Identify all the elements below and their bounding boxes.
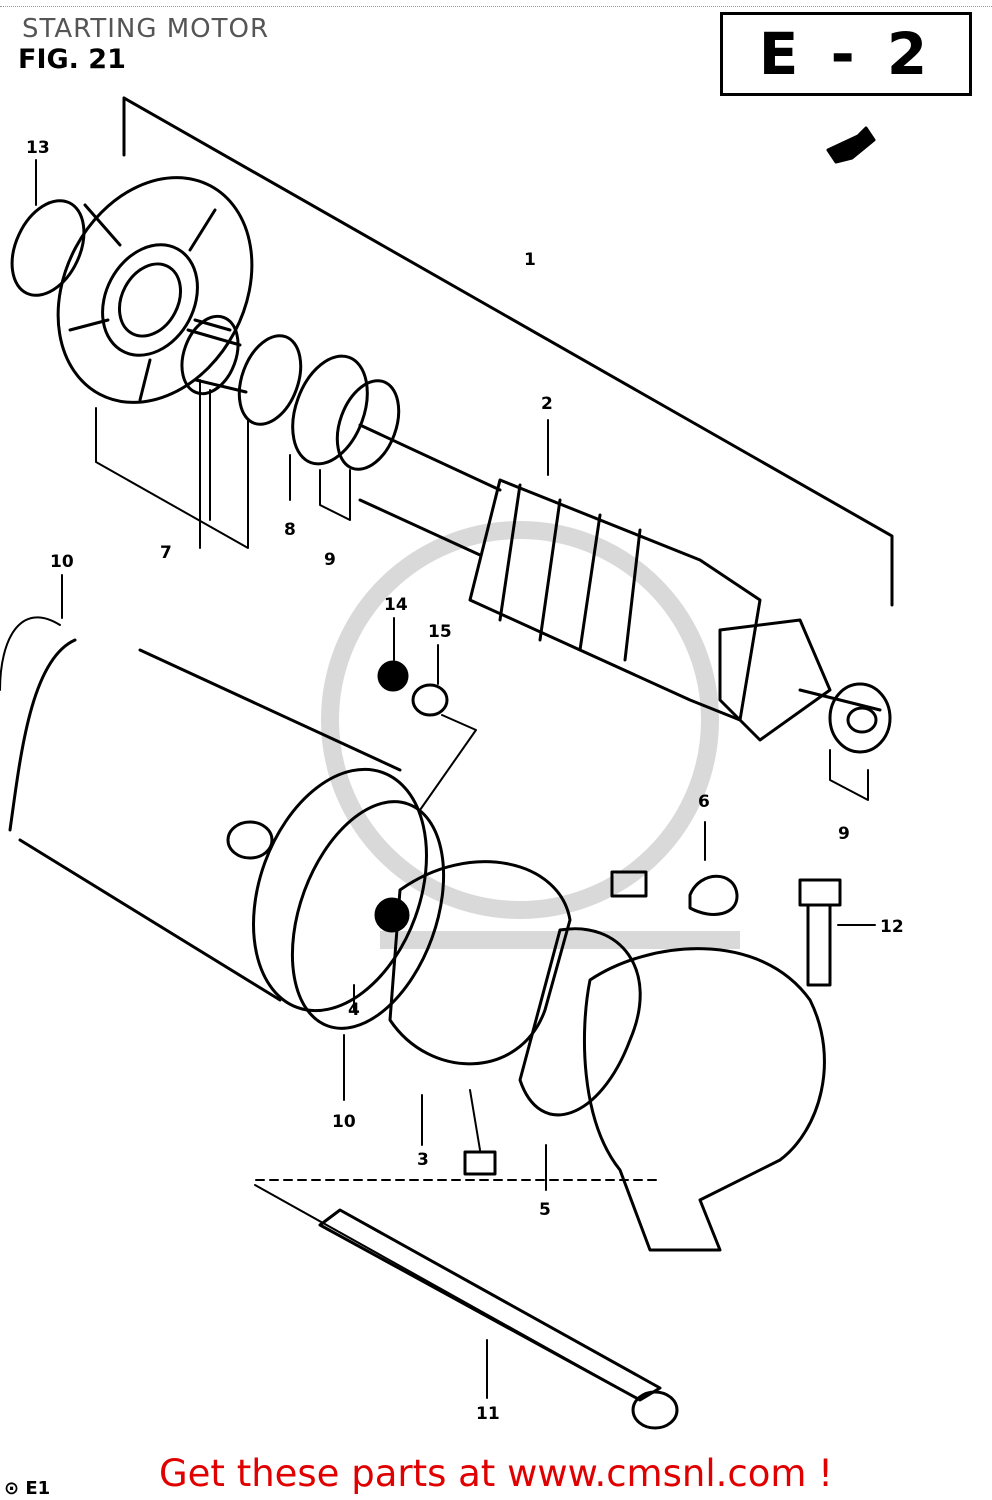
callout-1: 1 xyxy=(524,250,536,270)
callout-5: 5 xyxy=(539,1200,551,1220)
yoke-left xyxy=(8,638,77,832)
callout-14: 14 xyxy=(384,595,408,615)
callout-11: 11 xyxy=(476,1404,500,1424)
corner-code: ⊙ E1 xyxy=(4,1478,51,1499)
watermark-logo xyxy=(321,521,740,949)
direction-arrow-icon xyxy=(826,126,876,164)
armature-2 xyxy=(468,478,762,722)
leader-1-right xyxy=(122,96,894,607)
callout-10-upper: 10 xyxy=(50,552,74,572)
terminal xyxy=(463,1150,497,1176)
washer-9 xyxy=(291,354,369,466)
through-bolt-11 xyxy=(318,1208,662,1402)
callout-10-lower: 10 xyxy=(332,1112,356,1132)
callout-15: 15 xyxy=(428,622,452,642)
callout-7: 7 xyxy=(160,543,172,563)
callout-6: 6 xyxy=(698,792,710,812)
bearing-7 xyxy=(180,314,240,396)
oring-10a xyxy=(0,616,61,691)
gasket-13 xyxy=(10,199,86,297)
bolt-4 xyxy=(374,897,410,933)
washer-15 xyxy=(411,683,449,717)
end-cover xyxy=(56,176,254,404)
section-code-box: E - 2 xyxy=(720,12,972,96)
section-code: E - 2 xyxy=(758,20,934,88)
callout-12: 12 xyxy=(880,917,904,937)
footer-link[interactable]: Get these parts at www.cmsnl.com ! xyxy=(158,1452,833,1495)
connector xyxy=(610,870,648,898)
callout-4: 4 xyxy=(348,1000,360,1020)
page-title: STARTING MOTOR xyxy=(22,14,270,44)
callout-9-lower: 9 xyxy=(838,824,850,844)
brush-plate-5 xyxy=(518,927,642,1117)
nut-14 xyxy=(377,660,409,692)
washer-8 xyxy=(237,334,303,426)
figure-label: FIG. 21 xyxy=(18,44,126,75)
callout-8: 8 xyxy=(284,520,296,540)
callout-2: 2 xyxy=(541,394,553,414)
oring-10b xyxy=(290,800,446,1030)
callout-3: 3 xyxy=(417,1150,429,1170)
callout-9-upper: 9 xyxy=(324,550,336,570)
brush-holder-3 xyxy=(388,860,572,1066)
end-cap xyxy=(582,947,826,1252)
yoke-end xyxy=(252,767,428,1013)
screw-12 xyxy=(798,878,842,907)
bracket-6 xyxy=(688,874,739,916)
callout-13: 13 xyxy=(26,138,50,158)
washer-9b xyxy=(828,682,892,754)
top-dotted-rule xyxy=(0,6,992,7)
